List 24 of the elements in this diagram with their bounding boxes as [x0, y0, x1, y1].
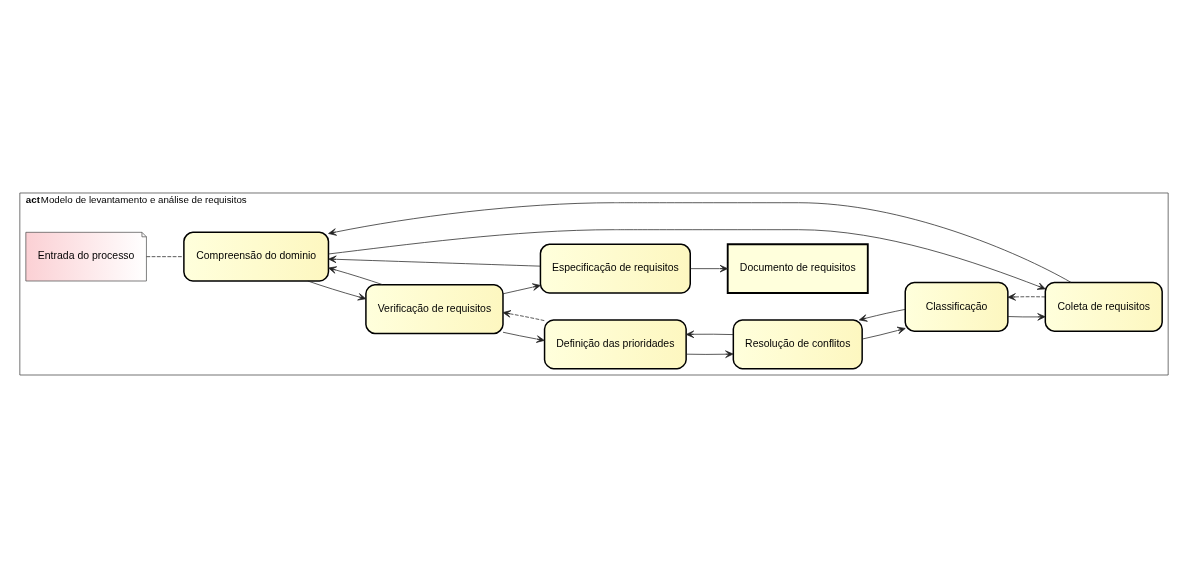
node-box: Documento de requisitos — [726, 243, 869, 294]
arrow — [502, 310, 545, 321]
node-box: Coleta de requisitos — [1044, 281, 1163, 332]
node-box: Classificação — [904, 281, 1009, 332]
arrow — [858, 309, 906, 322]
arrow — [1007, 313, 1046, 321]
arrow — [502, 283, 541, 295]
arrow — [328, 255, 541, 267]
arrow — [690, 264, 728, 273]
arrow — [685, 330, 734, 339]
arrow — [1007, 293, 1046, 301]
arrow — [685, 350, 734, 358]
node-box: Especificação de requisitos — [539, 243, 691, 294]
arrow — [307, 280, 367, 301]
arrow — [328, 266, 383, 286]
arrow — [328, 229, 1046, 290]
connector — [146, 256, 185, 258]
node-box: Resolução de conflitos — [732, 319, 863, 370]
arrow — [328, 202, 1072, 283]
node-box: Compreensão do dominio — [183, 231, 330, 282]
arrow — [861, 326, 906, 340]
node-box: Verificação de requisitos — [365, 284, 504, 335]
arrow — [502, 331, 545, 343]
node-box: Definição das prioridades — [543, 319, 687, 370]
